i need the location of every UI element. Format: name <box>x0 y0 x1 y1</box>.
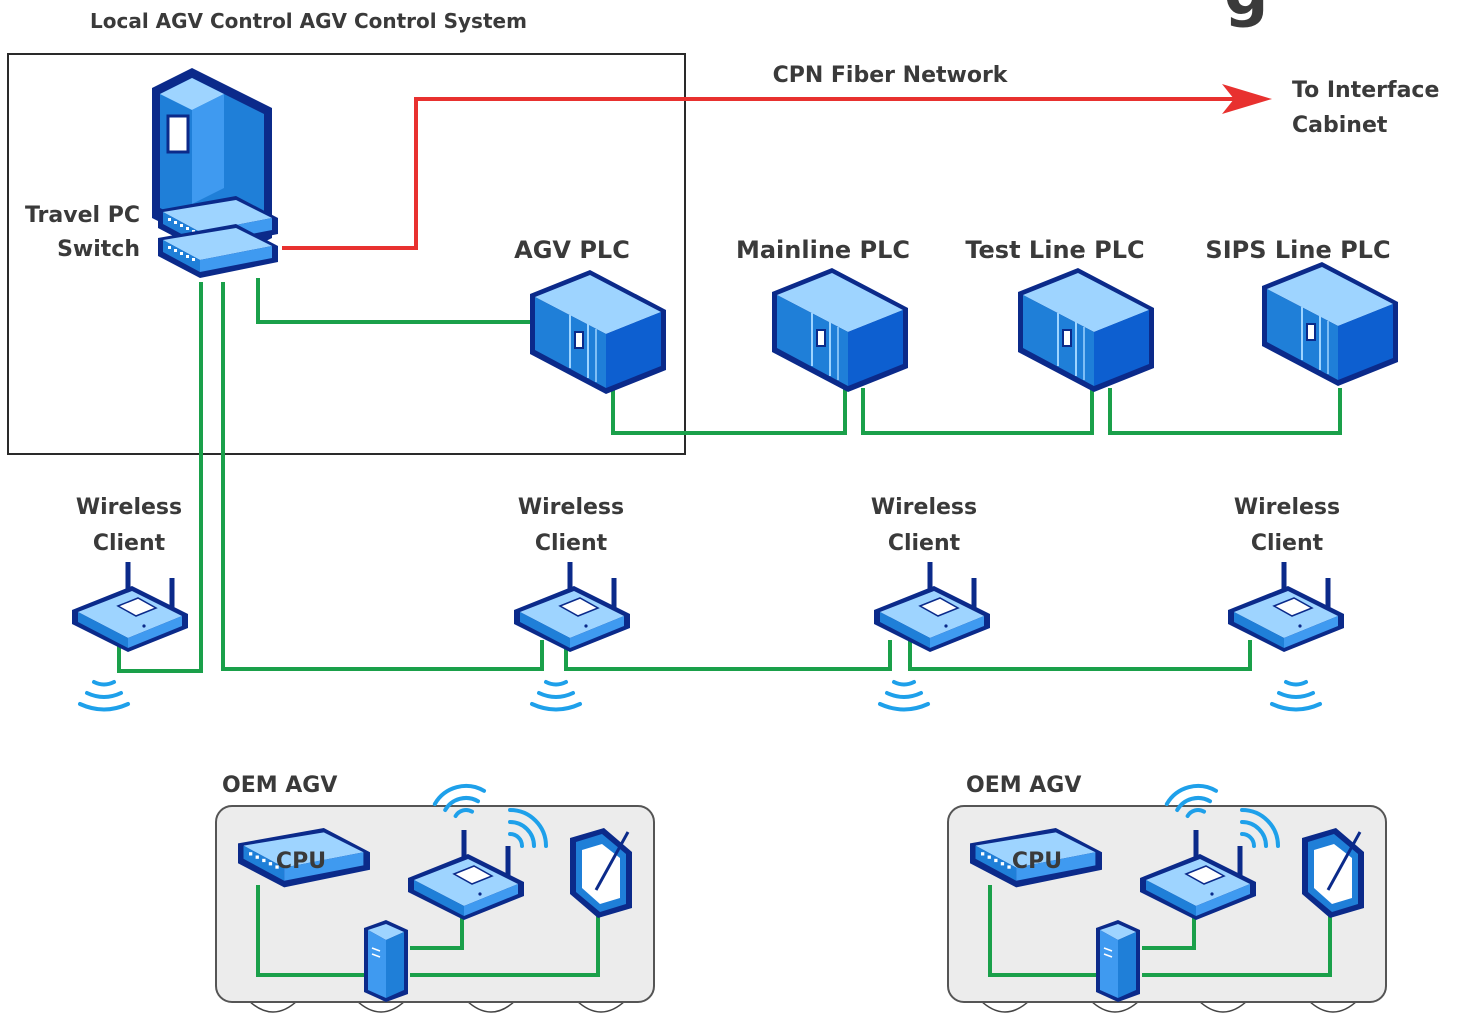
agv-title: OEM AGV <box>222 773 337 798</box>
wireless-client-3: Wireless Client <box>871 495 990 712</box>
oem-agv-2: OEM AGV CPU <box>947 770 1387 1013</box>
test-line-plc-icon <box>1017 267 1155 393</box>
wifi-signal-icon <box>878 680 930 712</box>
fiber-network-label: CPN Fiber Network <box>773 63 1009 88</box>
wireless-client-4: Wireless Client <box>1228 495 1344 712</box>
wireless-client-label-line2: Client <box>93 531 166 556</box>
access-point-icon <box>874 562 990 652</box>
cpu-label: CPU <box>1012 849 1062 874</box>
mainline-plc-icon <box>771 267 909 393</box>
wireless-client-label-line1: Wireless <box>76 495 182 520</box>
server-icon <box>363 919 409 1003</box>
mainline-plc-label: Mainline PLC <box>736 236 910 264</box>
access-point-icon <box>72 562 188 652</box>
wireless-client-label-line2: Client <box>888 531 961 556</box>
wifi-signal-icon <box>530 680 582 712</box>
agv-title: OEM AGV <box>966 773 1081 798</box>
fiber-link <box>282 97 1236 250</box>
wireless-client-label-line2: Client <box>1251 531 1324 556</box>
travel-pc-label-line1: Travel PC <box>25 203 140 228</box>
fiber-arrowhead <box>1222 84 1272 114</box>
wireless-client-label-line1: Wireless <box>871 495 977 520</box>
local-control-system-boundary <box>7 53 686 455</box>
wireless-client-label-line1: Wireless <box>518 495 624 520</box>
access-point-icon <box>1228 562 1344 652</box>
server-icon <box>1095 919 1141 1003</box>
destination-label-line2: Cabinet <box>1292 113 1388 138</box>
access-point-icon <box>514 562 630 652</box>
oem-agv-1: OEM AGV CPU <box>215 770 655 1013</box>
wireless-client-label-line2: Client <box>535 531 608 556</box>
wifi-signal-icon <box>1270 680 1322 712</box>
agv-plc-label: AGV PLC <box>514 236 630 264</box>
agv-plc-icon <box>529 269 667 395</box>
wireless-client-1: Wireless Client <box>72 495 188 712</box>
wireless-client-label-line1: Wireless <box>1234 495 1340 520</box>
diagram-title: Local AGV Control AGV Control System <box>90 9 527 33</box>
cropped-title-fragment: g <box>1224 0 1268 29</box>
cpu-label: CPU <box>276 849 326 874</box>
sips-line-plc-icon <box>1261 261 1399 387</box>
ethernet-wiring <box>117 278 1342 673</box>
destination-label-line1: To Interface <box>1292 78 1439 103</box>
wifi-signal-icon <box>78 680 130 712</box>
travel-pc-label-line2: Switch <box>57 237 140 262</box>
test-line-plc-label: Test Line PLC <box>965 236 1144 264</box>
wireless-client-2: Wireless Client <box>514 495 630 712</box>
sips-line-plc-label: SIPS Line PLC <box>1205 236 1390 264</box>
